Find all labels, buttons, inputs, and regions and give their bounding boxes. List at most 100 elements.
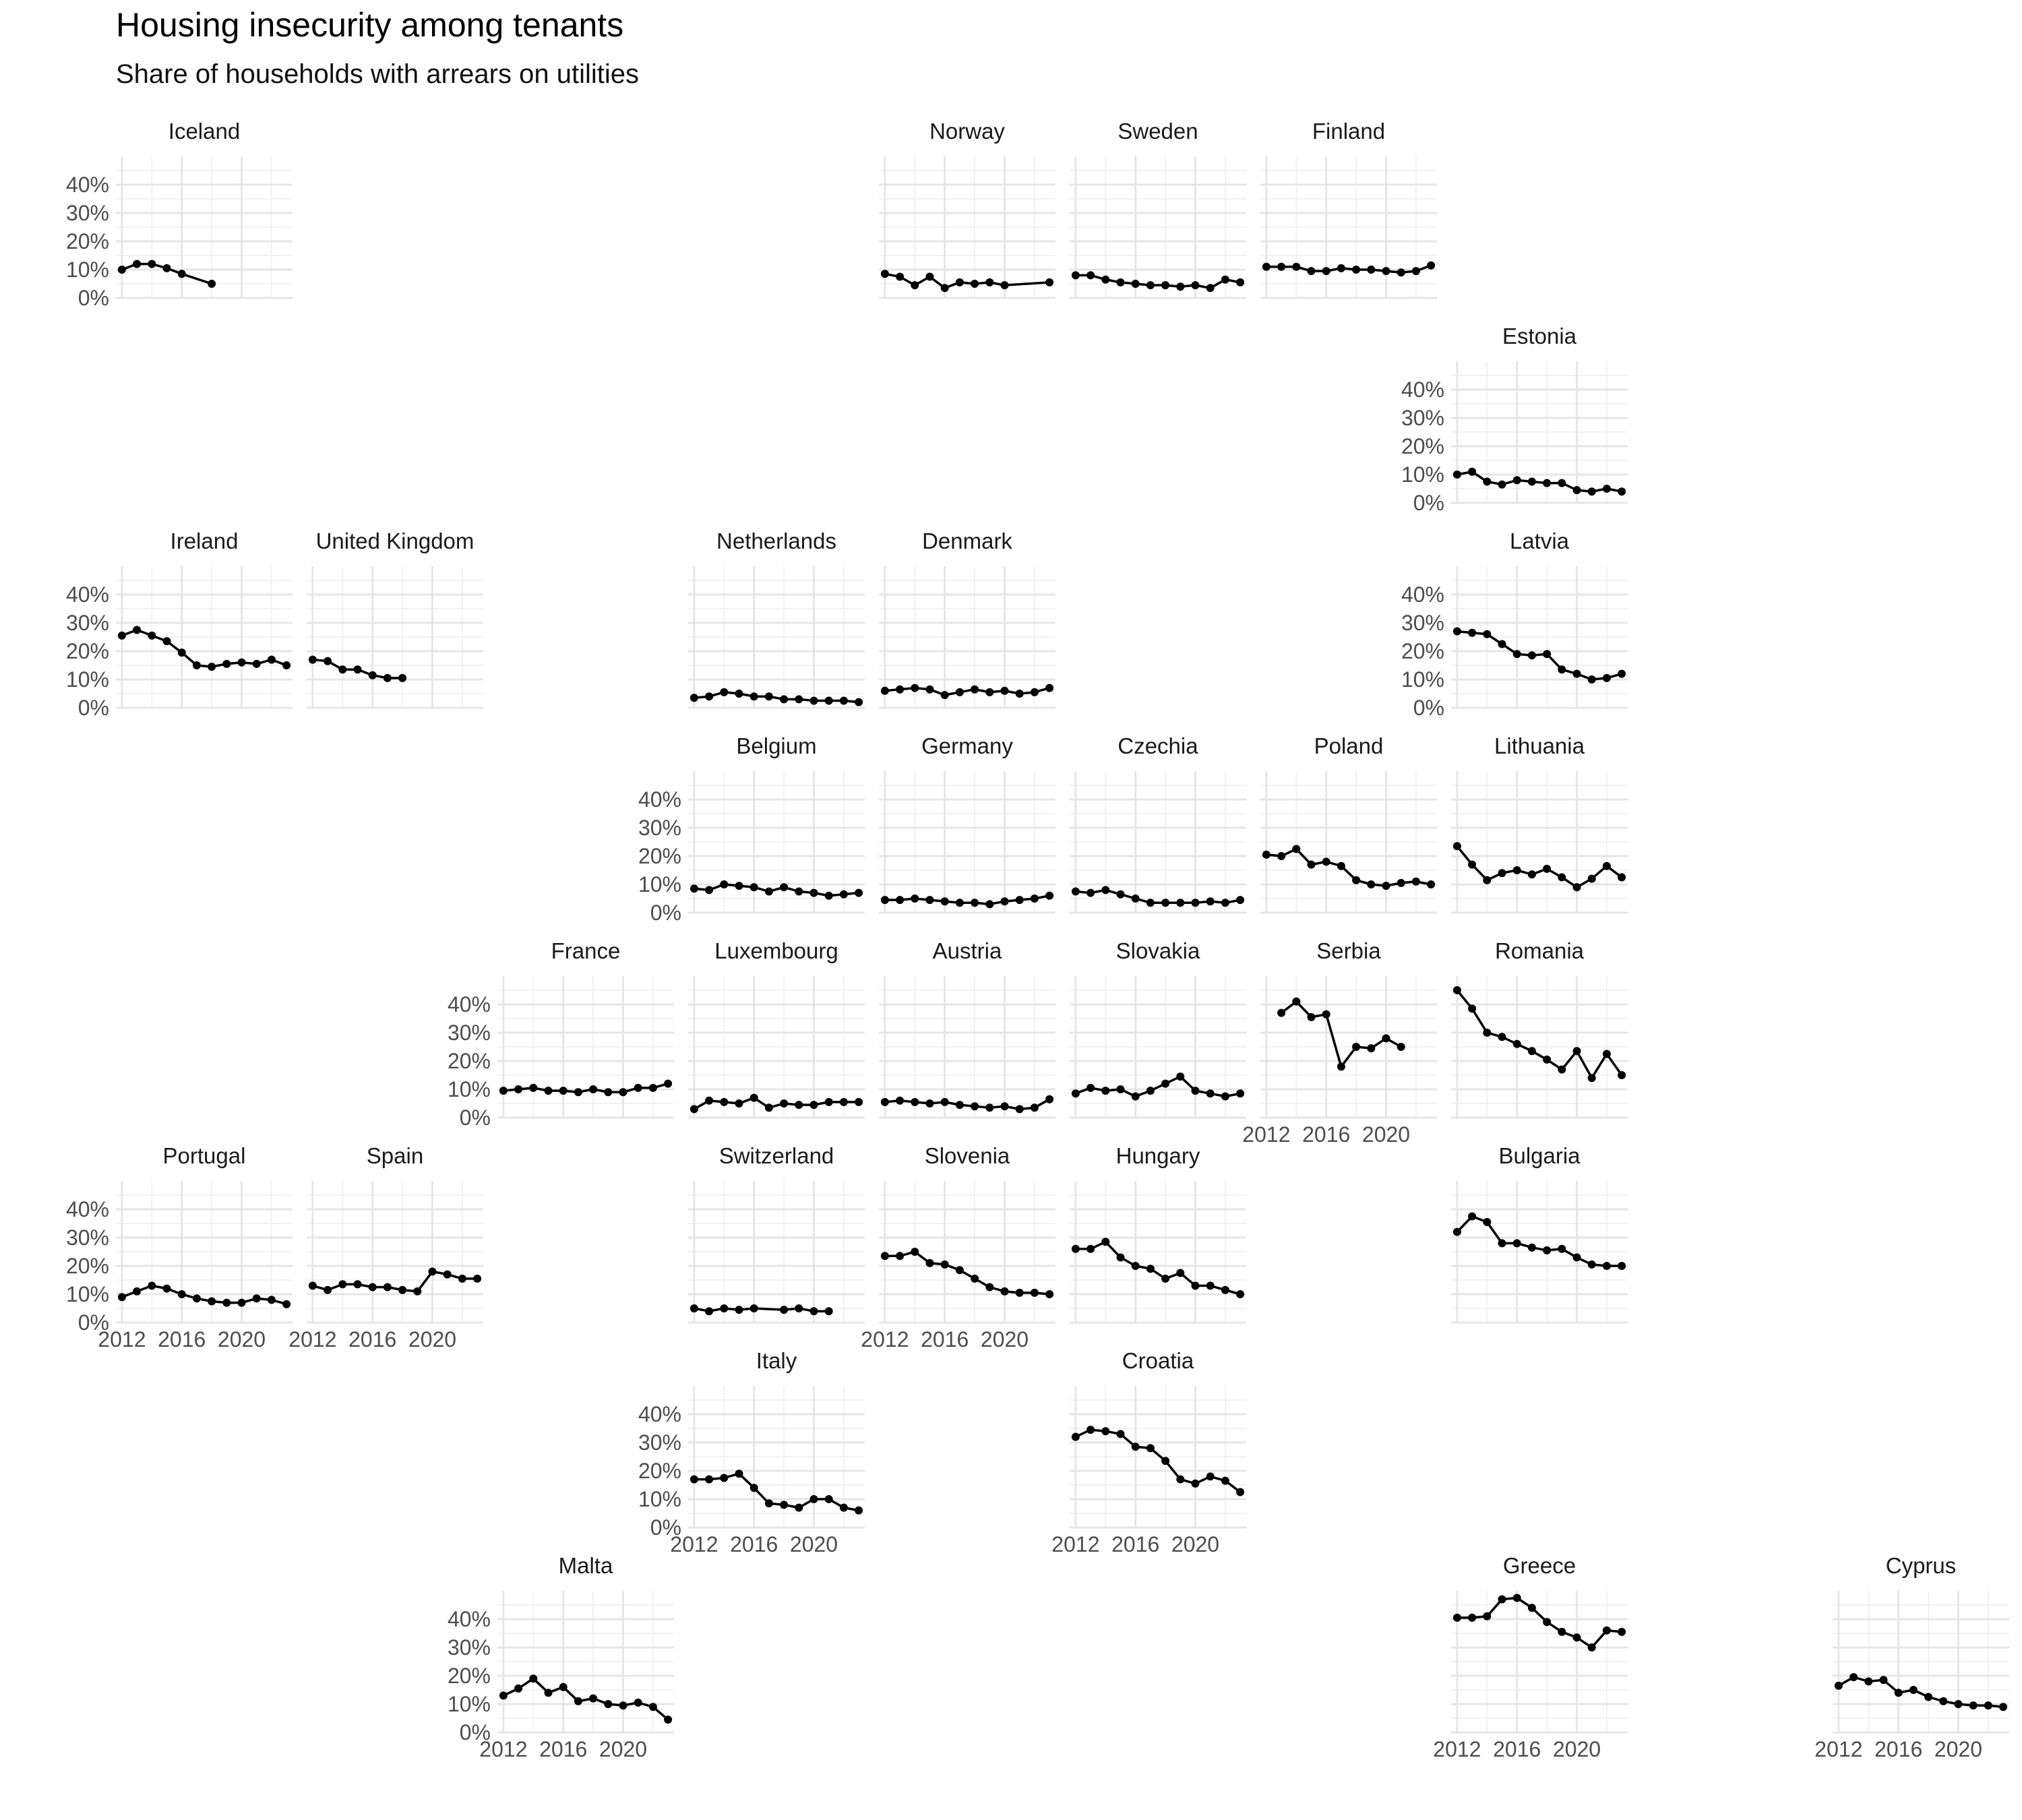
data-point — [1602, 1626, 1611, 1635]
x-tick-label: 2016 — [1493, 1737, 1541, 1761]
x-tick-label: 2020 — [1171, 1532, 1219, 1556]
data-point — [1071, 1089, 1080, 1098]
data-point — [237, 1298, 246, 1307]
panel-title-belgium: Belgium — [736, 733, 816, 758]
data-point — [1015, 1105, 1024, 1114]
chart-subtitle: Share of households with arrears on util… — [116, 59, 639, 89]
data-point — [971, 1102, 979, 1111]
data-point — [1045, 1095, 1054, 1103]
data-point — [1602, 485, 1611, 493]
data-point — [1543, 1055, 1552, 1064]
data-point — [1146, 281, 1155, 290]
x-tick-label: 2016 — [1302, 1122, 1350, 1147]
data-point — [499, 1691, 508, 1700]
data-point — [809, 1101, 818, 1110]
data-point — [1292, 997, 1301, 1006]
data-point — [749, 1093, 758, 1102]
x-tick-label: 2020 — [599, 1737, 647, 1761]
data-point — [133, 1287, 142, 1296]
panel-switzerland: Switzerland — [688, 1143, 865, 1324]
data-point — [1587, 675, 1596, 684]
data-point — [749, 1304, 758, 1312]
data-point — [162, 264, 171, 272]
data-point — [1483, 1612, 1492, 1620]
data-point — [1527, 870, 1536, 879]
data-point — [443, 1270, 452, 1279]
data-point — [1618, 1262, 1626, 1270]
data-point — [252, 1294, 261, 1303]
panel-denmark: Denmark — [879, 528, 1055, 709]
data-point — [880, 686, 889, 695]
data-point — [1161, 281, 1170, 290]
data-point — [1176, 1269, 1185, 1277]
data-point — [1116, 1085, 1125, 1093]
data-point — [1307, 1012, 1316, 1021]
data-point — [720, 1304, 729, 1312]
data-point — [880, 896, 889, 905]
data-point — [1367, 1044, 1376, 1053]
panel-title-cyprus: Cyprus — [1886, 1553, 1957, 1578]
data-point — [1146, 899, 1155, 907]
series-line-ireland — [121, 628, 288, 668]
data-point — [896, 685, 905, 694]
panel-title-iceland: Iceland — [168, 119, 240, 144]
data-point — [749, 692, 758, 701]
x-tick-label: 2012 — [479, 1737, 527, 1761]
data-point — [1468, 1004, 1477, 1013]
data-point — [308, 655, 317, 664]
data-point — [1045, 891, 1054, 900]
data-point — [795, 1503, 803, 1512]
x-tick-label: 2016 — [921, 1327, 969, 1352]
data-point — [1483, 876, 1492, 884]
panel-netherlands: Netherlands — [688, 528, 865, 709]
panel-title-estonia: Estonia — [1502, 324, 1577, 348]
panel-austria: Austria — [879, 938, 1055, 1119]
data-point — [896, 272, 905, 281]
data-point — [1483, 477, 1492, 486]
data-point — [1572, 1047, 1581, 1056]
data-point — [940, 1097, 949, 1106]
data-point — [1116, 890, 1125, 899]
data-point — [925, 685, 934, 694]
data-point — [824, 1495, 833, 1503]
panel-title-slovakia: Slovakia — [1116, 938, 1200, 963]
data-point — [795, 1101, 803, 1110]
y-tick-label: 40% — [448, 992, 491, 1017]
data-point — [809, 1307, 818, 1316]
series-line-slovenia — [884, 1250, 1051, 1296]
y-tick-label: 10% — [638, 872, 681, 897]
data-point — [1618, 669, 1626, 678]
panel-czechia: Czechia — [1070, 733, 1246, 914]
data-point — [1939, 1697, 1948, 1705]
data-point — [1277, 852, 1286, 860]
x-tick-label: 2016 — [539, 1737, 587, 1761]
y-tick-label: 40% — [638, 787, 681, 812]
data-point — [1161, 1274, 1170, 1283]
data-point — [1382, 1034, 1390, 1043]
data-point — [117, 266, 126, 274]
data-point — [764, 1103, 773, 1112]
data-point — [1512, 1239, 1521, 1248]
y-tick-label: 20% — [66, 639, 109, 663]
data-point — [1984, 1701, 1992, 1710]
data-point — [1307, 860, 1316, 869]
y-tick-label: 30% — [448, 1021, 491, 1045]
data-point — [604, 1700, 613, 1708]
panel-title-lithuania: Lithuania — [1494, 733, 1585, 758]
y-tick-label: 40% — [66, 1197, 109, 1221]
data-point — [1512, 1594, 1521, 1602]
data-point — [1543, 650, 1552, 659]
data-point — [1116, 278, 1125, 286]
data-point — [1498, 1033, 1506, 1041]
y-tick-label: 0% — [78, 286, 109, 310]
data-point — [985, 900, 994, 909]
panel-title-netherlands: Netherlands — [716, 528, 836, 553]
data-point — [1071, 1244, 1080, 1253]
x-tick-label: 2020 — [408, 1327, 456, 1352]
y-tick-label: 0% — [460, 1720, 491, 1745]
data-point — [1558, 1244, 1566, 1253]
y-tick-label: 30% — [638, 1430, 681, 1455]
